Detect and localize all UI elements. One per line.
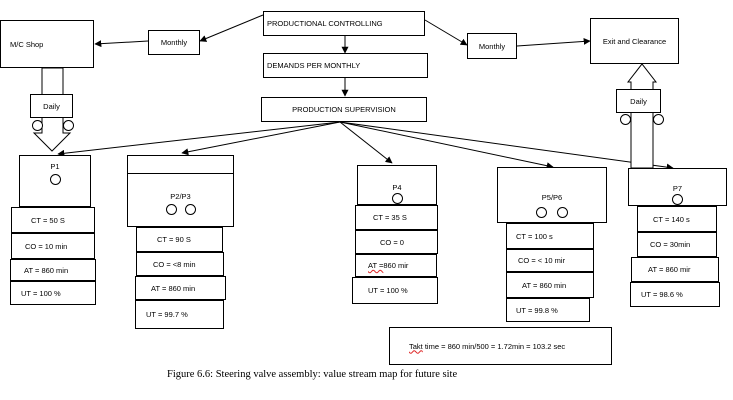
process-p7-box: P7 [628, 168, 727, 206]
p7-at-value: AT = 860 mir [648, 265, 691, 274]
production-supervision-label: PRODUCTION SUPERVISION [292, 105, 396, 114]
monthly-right-box: Monthly [467, 33, 517, 59]
operator-icon [184, 204, 196, 215]
operator-icon [165, 204, 177, 215]
process-p5p6-label: P5/P6 [541, 193, 563, 202]
demands-per-monthly-label: DEMANDS PER MONTHLY [267, 61, 361, 70]
p5p6-at-value: AT = 860 min [522, 280, 567, 290]
process-p7-label: P7 [672, 184, 683, 193]
process-p2p3-label: P2/P3 [170, 192, 191, 201]
p5p6-ut-cell: UT = 99.8 % [506, 298, 590, 322]
p5p6-at-cell: AT = 860 min [506, 272, 594, 298]
p1-co-cell: CO = 10 min [11, 233, 95, 259]
process-p4-box: P4 [357, 165, 437, 205]
process-p1-label: P1 [50, 162, 60, 171]
p4-ut-cell: UT = 100 % [352, 277, 438, 304]
p4-co-value: CO = 0 [380, 237, 404, 247]
p1-ct-cell: CT = 50 S [11, 207, 95, 233]
p7-co-value: CO = 30min [650, 240, 691, 249]
truck-wheel-left-1 [32, 120, 43, 131]
p4-ct-value: CT = 35 S [373, 213, 407, 222]
monthly-left-label: Monthly [160, 38, 188, 47]
push-arrow-right [626, 63, 658, 169]
arrow-supervision-to-p1 [57, 121, 341, 157]
p5p6-ct-cell: CT = 100 s [506, 223, 594, 249]
p2p3-ct-cell: CT = 90 S [136, 227, 223, 252]
exit-clearance-box: Exit and Clearance [590, 18, 679, 64]
p2p3-ct-value: CT = 90 S [157, 235, 191, 244]
p1-ct-value: CT = 50 S [31, 215, 65, 225]
p7-ct-value: CT = 140 s [653, 214, 690, 224]
truck-wheel-left-2 [63, 120, 74, 131]
p7-ct-cell: CT = 140 s [637, 206, 717, 232]
mc-shop-box: M/C Shop [0, 20, 94, 68]
p4-at-cell: AT = 860 mir [355, 254, 437, 277]
arrow-monthly-to-exit [516, 37, 591, 47]
operator-icon [536, 207, 547, 218]
operator-icon [391, 193, 403, 204]
takt-time-box: Takt time = 860 min/500 = 1.72min = 103.… [389, 327, 612, 365]
p5p6-ct-value: CT = 100 s [516, 231, 553, 241]
p1-at-cell: AT = 860 min [10, 259, 96, 281]
p1-co-value: CO = 10 min [25, 241, 68, 251]
operator-icon [557, 207, 568, 218]
operator-icons [165, 204, 196, 215]
arrow-supervision-to-p5p6 [339, 121, 554, 170]
truck-wheel-right-1 [620, 114, 631, 125]
p4-ut-value: UT = 100 % [368, 286, 408, 295]
p1-at-value: AT = 860 min [24, 265, 69, 275]
mc-shop-label: M/C Shop [10, 39, 44, 49]
daily-left-box: Daily [30, 94, 73, 118]
process-p4-label: P4 [392, 183, 402, 192]
p2p3-at-value: AT = 860 min [151, 283, 196, 293]
arrow-supervision-to-p4 [339, 121, 393, 164]
p7-ut-cell: UT = 98.6 % [630, 282, 720, 307]
figure-caption: Figure 6.6: Steering valve assembly: val… [167, 369, 458, 380]
production-supervision-box: PRODUCTION SUPERVISION [261, 97, 427, 122]
p5p6-co-cell: CO = < 10 mir [506, 249, 594, 272]
p2p3-ut-cell: UT = 99.7 % [135, 300, 224, 329]
arrow-controlling-to-monthly-left [199, 14, 264, 42]
p4-co-cell: CO = 0 [355, 230, 438, 254]
process-p5p6-box: P5/P6 [497, 167, 607, 223]
daily-right-label: Daily [630, 96, 647, 106]
p4-ct-cell: CT = 35 S [355, 205, 438, 230]
takt-time-value: time = 860 min/500 = 1.72min = 103.2 sec [422, 341, 566, 351]
p2p3-ut-value: UT = 99.7 % [146, 310, 188, 319]
arrow-controlling-to-monthly-right [424, 19, 468, 46]
exit-clearance-label: Exit and Clearance [602, 36, 667, 46]
p2p3-at-cell: AT = 860 min [135, 276, 226, 300]
production-controlling-box: PRODUCTIONAL CONTROLLING [263, 11, 425, 36]
takt-time-word: Takt [409, 341, 423, 351]
monthly-left-box: Monthly [148, 30, 200, 55]
p2p3-co-cell: CO = <8 min [136, 252, 224, 276]
demands-per-monthly-box: DEMANDS PER MONTHLY [263, 53, 428, 78]
production-controlling-label: PRODUCTIONAL CONTROLLING [267, 19, 383, 28]
arrow-supervision-to-p2p3 [181, 121, 341, 156]
operator-icon [672, 194, 683, 205]
p4-at-value: 860 mir [383, 261, 409, 270]
operator-icons [536, 207, 568, 218]
p2p3-co-value: CO = <8 min [153, 259, 196, 269]
p7-ut-value: UT = 98.6 % [641, 290, 683, 299]
p1-ut-value: UT = 100 % [21, 288, 61, 298]
arrow-supervision-to-p7 [339, 121, 674, 171]
monthly-right-label: Monthly [478, 41, 506, 51]
arrow-monthly-to-mc-shop [94, 40, 149, 48]
p5p6-co-value: CO = < 10 mir [518, 256, 566, 265]
truck-wheel-right-2 [653, 114, 664, 125]
daily-right-box: Daily [616, 89, 661, 113]
operator-icon [49, 174, 61, 185]
p7-co-cell: CO = 30min [637, 232, 717, 257]
p4-at-prefix: AT = [368, 261, 384, 270]
p5p6-ut-value: UT = 99.8 % [516, 305, 558, 315]
daily-left-label: Daily [43, 101, 60, 111]
process-p2p3-box: P2/P3 [127, 173, 233, 227]
p1-ut-cell: UT = 100 % [10, 281, 96, 305]
process-p1-box: P1 [19, 155, 91, 207]
p7-at-cell: AT = 860 mir [631, 257, 719, 282]
